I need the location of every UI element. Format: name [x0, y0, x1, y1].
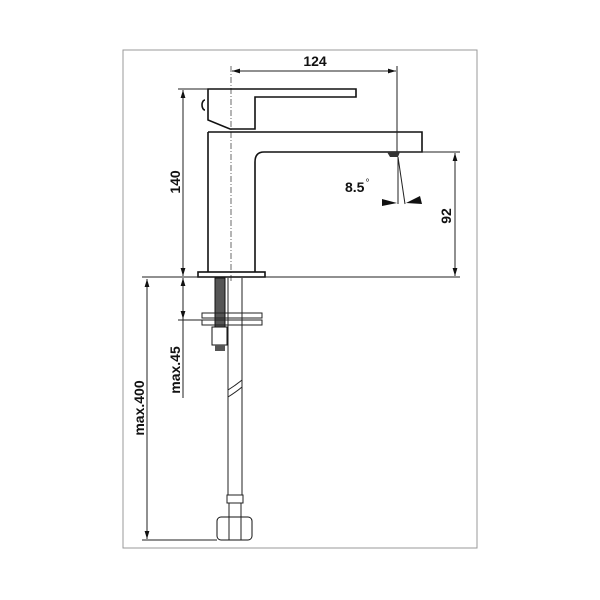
- dim-label-124: 124: [303, 53, 327, 69]
- dim-label-max45: max.45: [167, 346, 183, 394]
- extension-lines: [142, 66, 460, 541]
- mounting-kit: [201, 277, 263, 541]
- drawing-frame: [122, 49, 478, 549]
- angle-dimension: [382, 156, 422, 206]
- dim-label-max400: max.400: [131, 380, 147, 435]
- dim-label-92: 92: [438, 208, 454, 224]
- dim-label-140: 140: [167, 170, 183, 194]
- dim-label-angle: 8.5°: [345, 178, 369, 195]
- faucet-body: [197, 88, 423, 278]
